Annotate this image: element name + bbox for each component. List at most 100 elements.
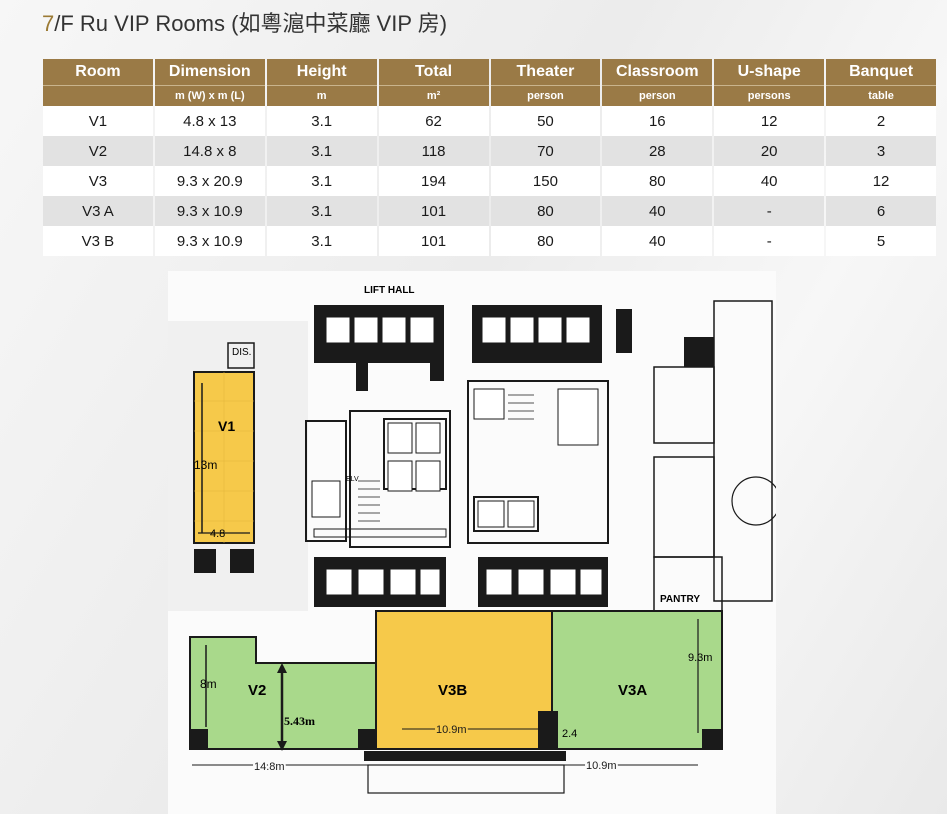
v1-length-label: 13m <box>194 458 217 472</box>
lift-cars-north <box>325 316 591 344</box>
cell-theater: 80 <box>490 196 601 226</box>
elv-label: ELV <box>346 476 359 483</box>
plan-columns <box>190 549 722 749</box>
room-v3a-area[interactable] <box>551 610 723 750</box>
col-header-ushape: U-shape <box>714 59 825 85</box>
unit-total: m² <box>378 85 489 106</box>
v3a-width-label: 10.9m <box>586 760 617 772</box>
page-title: 7/F Ru VIP Rooms (如粵滬中菜廳 VIP 房) <box>42 11 448 36</box>
unit-theater: person <box>490 85 601 106</box>
col-header-total: Total <box>378 59 489 85</box>
core-walls <box>305 380 609 548</box>
room-v1-texture <box>194 372 254 543</box>
cell-dimension: 14.8 x 8 <box>154 136 265 166</box>
cell-banquet: 2 <box>826 106 936 136</box>
cell-room: V3 <box>43 166 153 196</box>
col-header-theater: Theater <box>490 59 601 85</box>
v2-inner-label: 5.43m <box>284 714 315 728</box>
core-shafts <box>311 388 599 528</box>
cell-dimension: 9.3 x 20.9 <box>154 166 265 196</box>
cell-theater: 50 <box>490 106 601 136</box>
cell-room: V3 B <box>43 226 153 256</box>
table-header-row: Room Dimension Height Total Theater Clas… <box>43 59 936 85</box>
cell-dimension: 9.3 x 10.9 <box>154 226 265 256</box>
v3a-height-label: 9.3m <box>688 652 712 664</box>
v2-height-label: 8m <box>200 677 217 691</box>
floor-plan: V1 13m 4.8 DIS. V2 8m 5.43m 14.8m V3B 10… <box>168 271 776 814</box>
table-units-row: m (W) x m (L) m m² person person persons… <box>43 85 936 106</box>
room-v3b-area[interactable] <box>375 610 553 750</box>
v2-width-label: 14.8m <box>254 761 285 773</box>
east-column-b <box>616 309 632 353</box>
room-spec-table: Room Dimension Height Total Theater Clas… <box>41 59 938 256</box>
col-header-banquet: Banquet <box>826 59 936 85</box>
stair-core-east <box>731 476 776 526</box>
cell-total: 194 <box>378 166 489 196</box>
core-corridor <box>313 528 447 538</box>
cell-total: 101 <box>378 226 489 256</box>
unit-ushape: persons <box>714 85 825 106</box>
cell-dimension: 4.8 x 13 <box>154 106 265 136</box>
unit-dimension: m (W) x m (L) <box>154 85 265 106</box>
east-column <box>684 337 714 367</box>
v3b-width-label: 10.9m <box>436 724 467 736</box>
cell-theater: 70 <box>490 136 601 166</box>
lift-cars-south <box>325 568 603 596</box>
unit-banquet: table <box>826 85 936 106</box>
cell-theater: 80 <box>490 226 601 256</box>
facade-bar <box>364 751 566 761</box>
pantry-label: PANTRY <box>660 594 700 605</box>
dis-label: DIS. <box>232 347 251 358</box>
room-label-v2: V2 <box>248 682 266 699</box>
cell-ushape: 20 <box>714 136 825 166</box>
v2-arrow-up <box>277 663 287 673</box>
cell-height: 3.1 <box>266 166 377 196</box>
col-header-classroom: Classroom <box>602 59 713 85</box>
cell-banquet: 6 <box>826 196 936 226</box>
core-column-a <box>356 361 368 391</box>
unit-classroom: person <box>602 85 713 106</box>
cell-classroom: 16 <box>602 106 713 136</box>
cell-ushape: - <box>714 196 825 226</box>
cell-theater: 150 <box>490 166 601 196</box>
dis-room <box>227 342 255 369</box>
cell-dimension: 9.3 x 10.9 <box>154 196 265 226</box>
room-label-v1: V1 <box>218 418 235 434</box>
cell-height: 3.1 <box>266 196 377 226</box>
cell-classroom: 40 <box>602 226 713 256</box>
cell-banquet: 5 <box>826 226 936 256</box>
cell-height: 3.1 <box>266 106 377 136</box>
cell-room: V3 A <box>43 196 153 226</box>
cell-ushape: - <box>714 226 825 256</box>
unit-height: m <box>266 85 377 106</box>
col-header-height: Height <box>266 59 377 85</box>
core-column-b <box>430 361 444 381</box>
cell-classroom: 80 <box>602 166 713 196</box>
cell-room: V2 <box>43 136 153 166</box>
lift-hall-label: LIFT HALL <box>364 285 415 296</box>
col-header-room: Room <box>43 59 153 85</box>
cell-total: 118 <box>378 136 489 166</box>
cell-banquet: 3 <box>826 136 936 166</box>
floor-plan-drawing: V1 13m 4.8 DIS. V2 8m 5.43m 14.8m V3B 10… <box>168 271 776 814</box>
facade-ledge <box>367 764 565 794</box>
room-label-v3a: V3A <box>618 682 647 699</box>
cell-height: 3.1 <box>266 136 377 166</box>
cell-room: V1 <box>43 106 153 136</box>
east-wing-walls <box>653 300 773 612</box>
core-stairs <box>358 394 534 522</box>
cell-banquet: 12 <box>826 166 936 196</box>
v3a-small-label: 2.4 <box>562 728 577 740</box>
room-label-v3b: V3B <box>438 682 467 699</box>
v2-arrow-down <box>277 741 287 751</box>
unit-room <box>43 85 153 106</box>
col-header-dimension: Dimension <box>154 59 265 85</box>
cell-height: 3.1 <box>266 226 377 256</box>
cell-ushape: 40 <box>714 166 825 196</box>
cell-total: 101 <box>378 196 489 226</box>
cell-classroom: 40 <box>602 196 713 226</box>
